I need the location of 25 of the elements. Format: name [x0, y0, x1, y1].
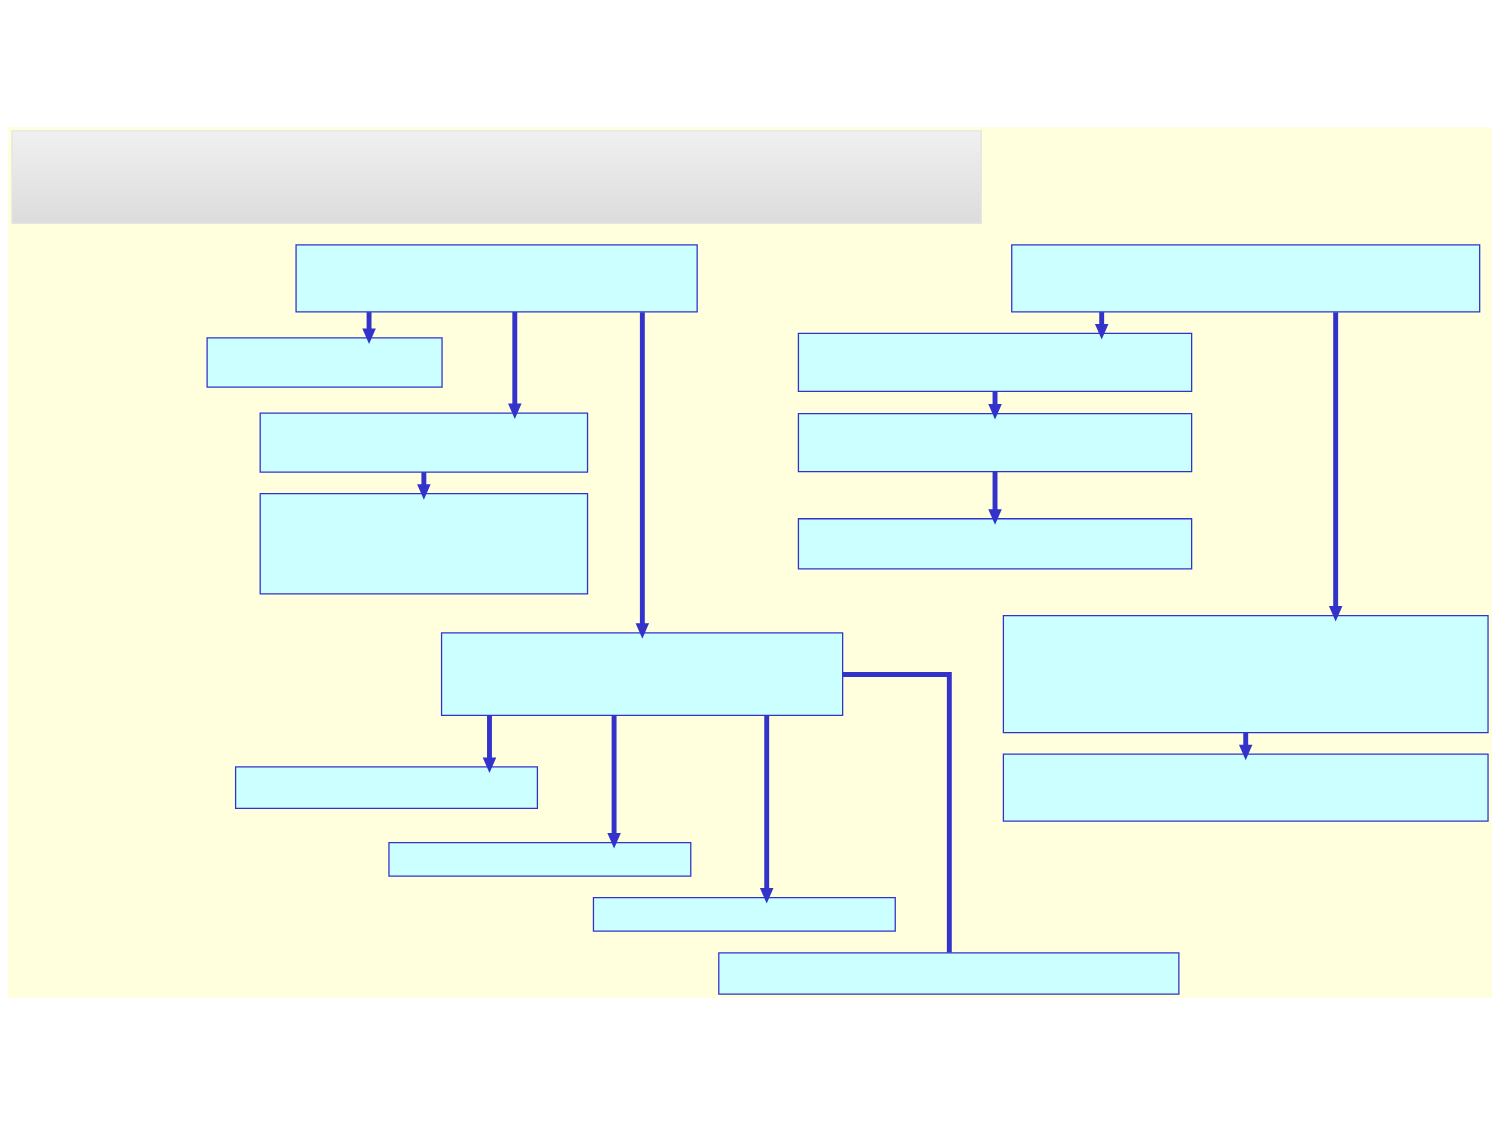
node-bar: [11, 130, 982, 224]
node-box: [1011, 244, 1481, 313]
node-box: [206, 337, 443, 388]
arrow: [607, 715, 621, 849]
connector: [842, 672, 952, 953]
arrow: [988, 471, 1002, 525]
arrow: [508, 312, 522, 419]
node-box: [797, 332, 1193, 393]
node-box: [797, 518, 1193, 570]
arrow: [635, 312, 650, 639]
arrow: [362, 312, 376, 344]
node-box: [592, 897, 896, 932]
node-box: [1002, 753, 1489, 822]
arrow: [1328, 312, 1343, 622]
arrow: [759, 715, 774, 904]
node-box: [259, 493, 589, 595]
node-box: [718, 952, 1180, 995]
node-box: [797, 412, 1193, 473]
node-box: [234, 766, 539, 809]
node-box: [388, 842, 692, 877]
node-box: [440, 632, 844, 716]
arrow: [482, 715, 497, 774]
node-box: [259, 412, 589, 473]
node-box: [1002, 614, 1489, 734]
node-box: [295, 244, 698, 313]
